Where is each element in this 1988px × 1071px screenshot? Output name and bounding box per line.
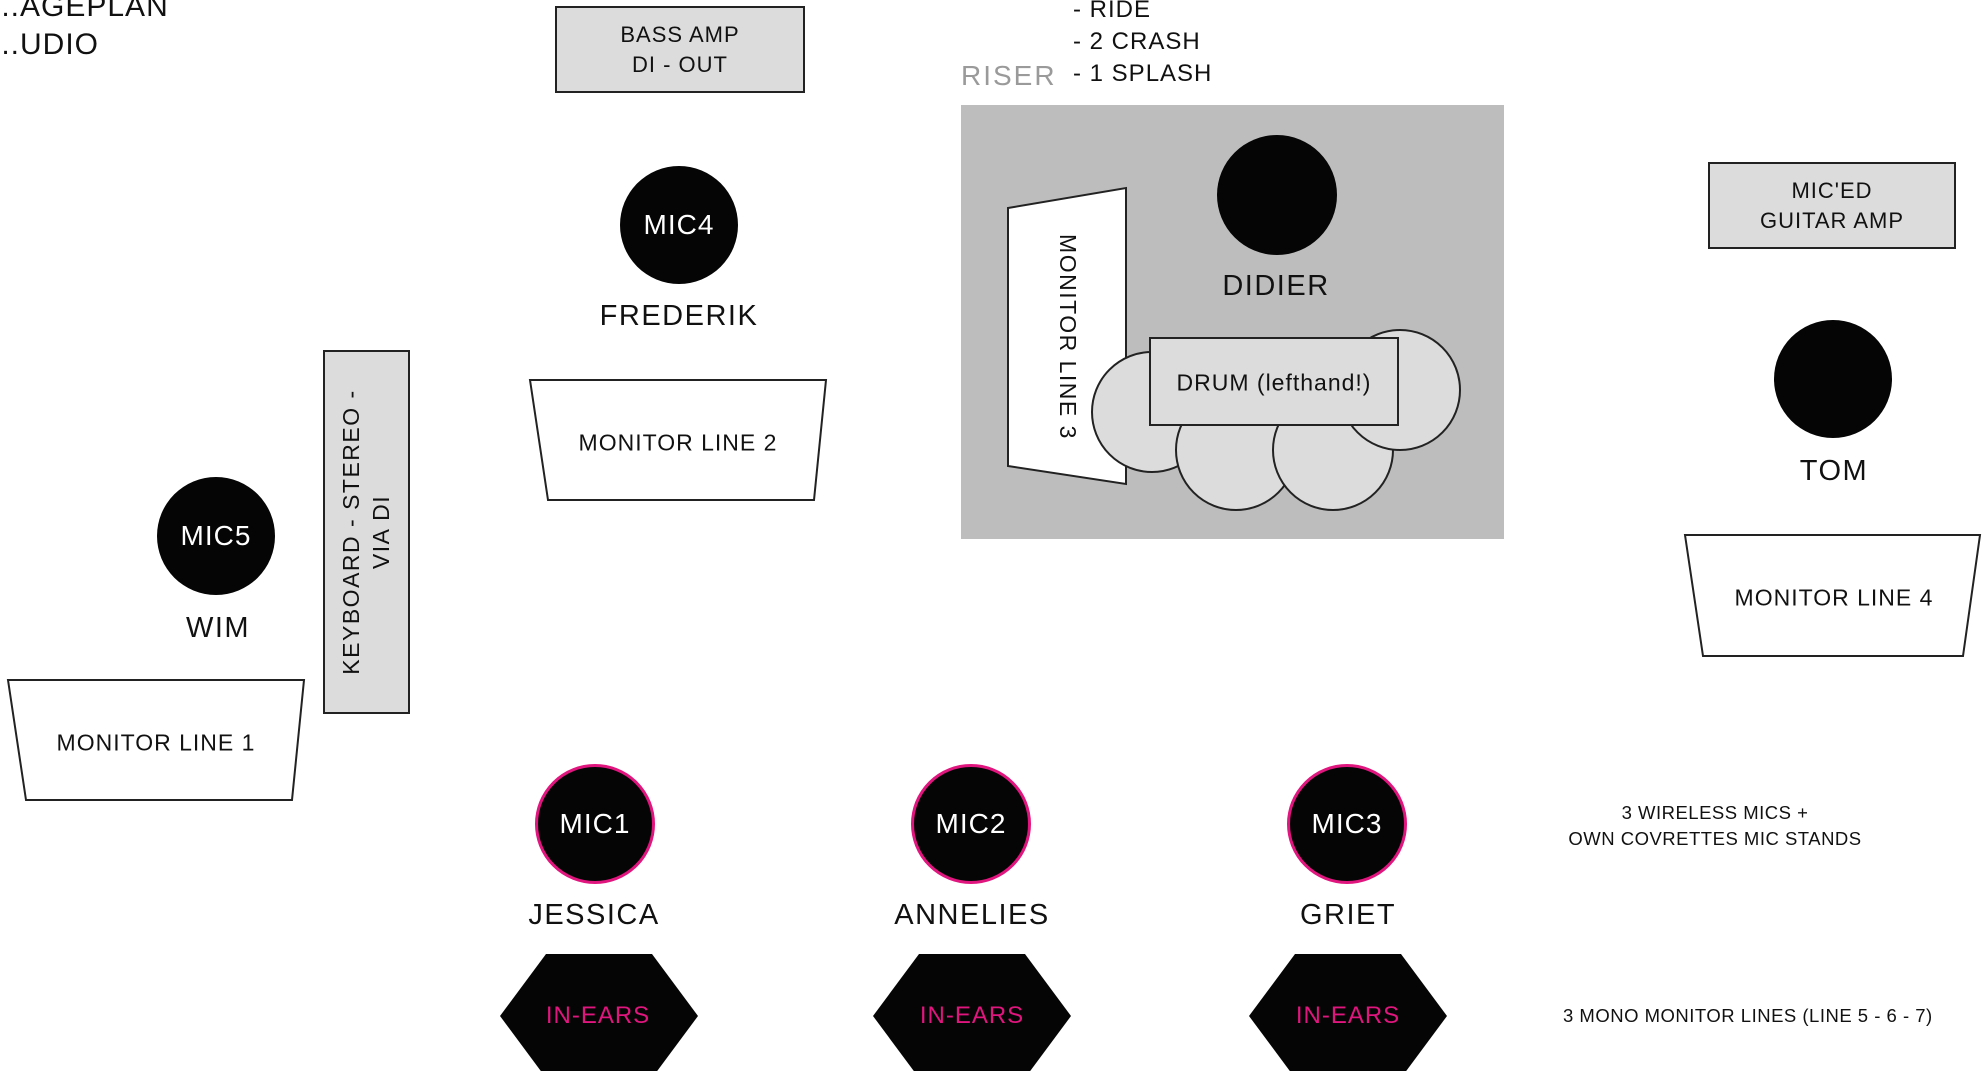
mic1-circle: MIC1 [535,764,655,884]
keyboard-line-1: KEYBOARD - STEREO - [338,389,364,675]
guitar-amp-line-1: MIC'ED [1791,177,1873,203]
tom-name: TOM [1799,455,1869,487]
title-line-1: ...AGEPLAN [0,0,169,23]
guitar-amp-box: MIC'ED GUITAR AMP [1708,162,1956,249]
in-ears-label-3: IN-EARS [1295,1002,1401,1029]
mic5-circle: MIC5 [157,477,275,595]
in-ears-hexagon-2 [873,954,1071,1071]
in-ears-hexagon-1 [500,954,698,1071]
cymbal-splash: - 1 SPLASH [1073,60,1213,87]
guitar-amp-line-2: GUITAR AMP [1759,207,1905,233]
monitor-line-4-label: MONITOR LINE 4 [1734,584,1934,611]
wireless-note-line-2: OWN COVRETTES MIC STANDS [1568,828,1862,849]
monitor-line-1-label: MONITOR LINE 1 [56,729,256,756]
bass-amp-box: BASS AMP DI - OUT [555,6,805,93]
frederik-name: FREDERIK [599,300,759,332]
cymbal-crash: - 2 CRASH [1073,28,1201,55]
annelies-name: ANNELIES [894,899,1050,931]
wireless-note-line-1: 3 WIRELESS MICS + [1621,802,1809,823]
keyboard-label: KEYBOARD - STEREO - VIA DI [336,389,396,674]
mic5-label: MIC5 [180,520,252,551]
wireless-mics-note: 3 WIRELESS MICS + OWN COVRETTES MIC STAN… [1560,800,1870,852]
in-ears-hexagon-3 [1249,954,1447,1071]
in-ears-label-2: IN-EARS [919,1002,1025,1029]
drum-label: DRUM (lefthand!) [1176,369,1372,396]
riser-label: RISER [961,60,1057,91]
mic2-circle: MIC2 [911,764,1031,884]
bass-amp-line-2: DI - OUT [632,51,728,77]
title-line-2: ...UDIO [0,28,100,61]
cymbal-ride: - RIDE [1073,0,1151,23]
mic1-label: MIC1 [559,808,631,839]
drum-box [1149,337,1399,426]
monitor-line-2-wedge [528,379,828,501]
page-title: ...AGEPLAN ...UDIO [0,0,169,64]
keyboard-box [323,350,410,714]
didier-name: DIDIER [1222,270,1330,302]
monitor-line-4-wedge [1683,534,1982,657]
jessica-name: JESSICA [528,899,660,931]
cymbal-list: - RIDE - 2 CRASH - 1 SPLASH [1073,0,1212,90]
wim-name: WIM [185,612,251,644]
monitor-line-2-label: MONITOR LINE 2 [578,429,778,456]
mic3-label: MIC3 [1311,808,1383,839]
mic4-label: MIC4 [643,209,715,240]
tom-position [1774,320,1892,438]
in-ears-label-1: IN-EARS [545,1002,651,1029]
mic3-circle: MIC3 [1287,764,1407,884]
keyboard-line-2: VIA DI [368,494,394,570]
didier-position [1217,135,1337,255]
monitor-line-1-wedge [6,679,306,801]
mic2-label: MIC2 [935,808,1007,839]
bass-amp-line-1: BASS AMP [620,21,740,47]
griet-name: GRIET [1299,899,1397,931]
mono-monitor-note: 3 MONO MONITOR LINES (LINE 5 - 6 - 7) [1563,1005,1933,1026]
mic4-circle: MIC4 [620,166,738,284]
monitor-line-3-label: MONITOR LINE 3 [1055,234,1081,440]
